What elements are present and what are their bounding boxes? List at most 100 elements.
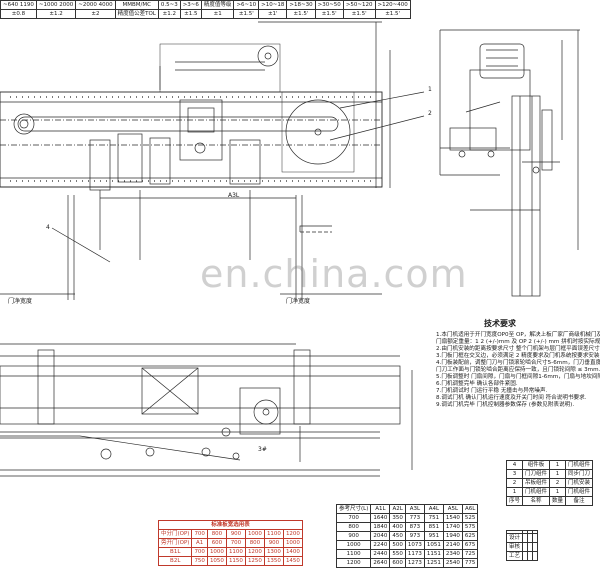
table-cell: 备注 xyxy=(565,496,594,506)
table-cell: A4L xyxy=(423,504,444,514)
table-cell: 1540 xyxy=(442,513,463,523)
table-row: 设计 xyxy=(505,533,539,543)
tech-note-line: 3.门板门框在交叉边，必须满足 2 精度要求及门机系统按要求安装. xyxy=(436,353,600,359)
table-cell: >3~6 xyxy=(179,0,202,10)
table-cell: 1000 xyxy=(282,538,303,548)
table-cell: >18~30 xyxy=(286,0,316,10)
table-cell: >30~50 xyxy=(314,0,344,10)
table-cell: A5L xyxy=(442,504,463,514)
tech-note-line: 7.门机调试时 门运行平稳 无撞击与异常噪声. xyxy=(436,388,548,394)
tech-note-line: 门刀工作面与门锁轮啮合距离应保持一致，且门锁轮间隙 ≤ 3mm. xyxy=(436,367,600,373)
table-cell: 门机组件 xyxy=(565,487,594,497)
table-cell: 1100 xyxy=(335,549,372,559)
table-cell: 数量 xyxy=(549,496,567,506)
table-cell: 1200 xyxy=(244,547,265,557)
table-cell: 2340 xyxy=(442,549,463,559)
table-cell: ±1.5' xyxy=(374,9,411,19)
table-cell: 575 xyxy=(461,522,479,532)
table-cell: 1400 xyxy=(282,547,303,557)
dimension-a3l: A3L xyxy=(228,192,240,199)
table-cell: 951 xyxy=(423,531,444,541)
side-view xyxy=(439,29,580,297)
tech-note-line: 门扇额定重量：1 2 (+/-)mm 及 OP 2 (+/-) mm 拼机时按实… xyxy=(436,339,600,345)
table-cell: ~1000 2000 xyxy=(35,0,77,10)
table-cell: ±1.2 xyxy=(157,9,181,19)
table-cell: A1 xyxy=(191,538,208,548)
table-cell: 525 xyxy=(461,513,479,523)
table-cell: 700 xyxy=(191,547,208,557)
tech-note-line: 6.门机调整完毕 确认各部件紧固. xyxy=(436,381,518,387)
table-cell: 4 xyxy=(505,460,524,470)
door-width-left: 门净宽度 xyxy=(8,298,33,305)
table-cell: 2040 xyxy=(370,531,391,541)
table-cell: 800 xyxy=(335,522,372,532)
table-cell: 700 xyxy=(335,513,372,523)
table-cell: 2 xyxy=(505,478,524,488)
table-cell: ~2000 4000 xyxy=(75,0,116,10)
table-cell: ~640 1190 xyxy=(0,0,37,10)
table-cell: 1740 xyxy=(442,522,463,532)
table-cell: 3 xyxy=(505,469,524,479)
table-cell: 600 xyxy=(389,558,406,568)
table-cell: 1300 xyxy=(263,547,284,557)
front-view xyxy=(0,21,425,300)
table-cell: >10~18 xyxy=(258,0,288,10)
table-row: 工艺 xyxy=(505,551,539,561)
table-cell: 900 xyxy=(335,531,372,541)
table-cell: ±1' xyxy=(258,9,288,19)
table-cell: 1200 xyxy=(335,558,372,568)
table-cell: 1200 xyxy=(282,529,303,539)
table-cell: ±1.5' xyxy=(342,9,376,19)
top-view xyxy=(0,343,413,477)
table-cell: >6~10 xyxy=(233,0,260,10)
table-cell: 组件板 xyxy=(522,460,551,470)
table-cell: 1051 xyxy=(423,540,444,550)
table-cell: 2640 xyxy=(370,558,391,568)
table-cell: 精度值等级 xyxy=(200,0,235,10)
table-cell: 1000 xyxy=(335,540,372,550)
table-cell: 1000 xyxy=(244,529,265,539)
table-cell: 参考尺寸(L) xyxy=(335,504,372,514)
table-cell: 1 xyxy=(505,487,524,497)
table-cell: 工艺 xyxy=(505,551,524,561)
table-cell: ±1 xyxy=(200,9,235,19)
table-cell: 审核 xyxy=(505,542,524,552)
selection-table-title: 标准板宽选用表 xyxy=(158,520,303,530)
table-cell: 门机安装 xyxy=(565,478,594,488)
table-cell: 名称 xyxy=(522,496,551,506)
table-cell: 675 xyxy=(461,540,479,550)
table-cell: 775 xyxy=(461,558,479,568)
table-cell: 2440 xyxy=(370,549,391,559)
table-cell: 700 xyxy=(191,529,208,539)
table-cell: MMBM/MC xyxy=(114,0,159,10)
tech-note-line: 2.由门机安装的距离按要求尺寸 整个门机架与层门框平面误差尺寸. xyxy=(436,346,600,352)
table-cell: 1100 xyxy=(225,547,246,557)
table-cell: 精度值公差TOL xyxy=(114,9,159,19)
table-cell: 1173 xyxy=(404,549,425,559)
table-cell: 1251 xyxy=(423,558,444,568)
table-cell: >120~400 xyxy=(374,0,411,10)
table-cell: 550 xyxy=(389,549,406,559)
table-cell: 700 xyxy=(225,538,246,548)
table-cell: 1640 xyxy=(370,513,391,523)
tech-note-line: 4.门板装配前，调整门刀与门锁滚轮啮合尺寸5-6mm，门刀垂直度≤0.5mm. xyxy=(436,360,600,366)
table-cell: 1050 xyxy=(206,556,227,566)
table-cell: >50~120 xyxy=(342,0,376,10)
table-cell: ±1.5 xyxy=(179,9,202,19)
table-cell: ±1.5' xyxy=(314,9,344,19)
tech-notes: 1.本门机适用于开门宽度OP0至 OP，解决上板厂家厂商级机械门及特定门. 门扇… xyxy=(436,332,600,409)
table-cell: 1000 xyxy=(206,547,227,557)
table-cell: 773 xyxy=(404,513,425,523)
